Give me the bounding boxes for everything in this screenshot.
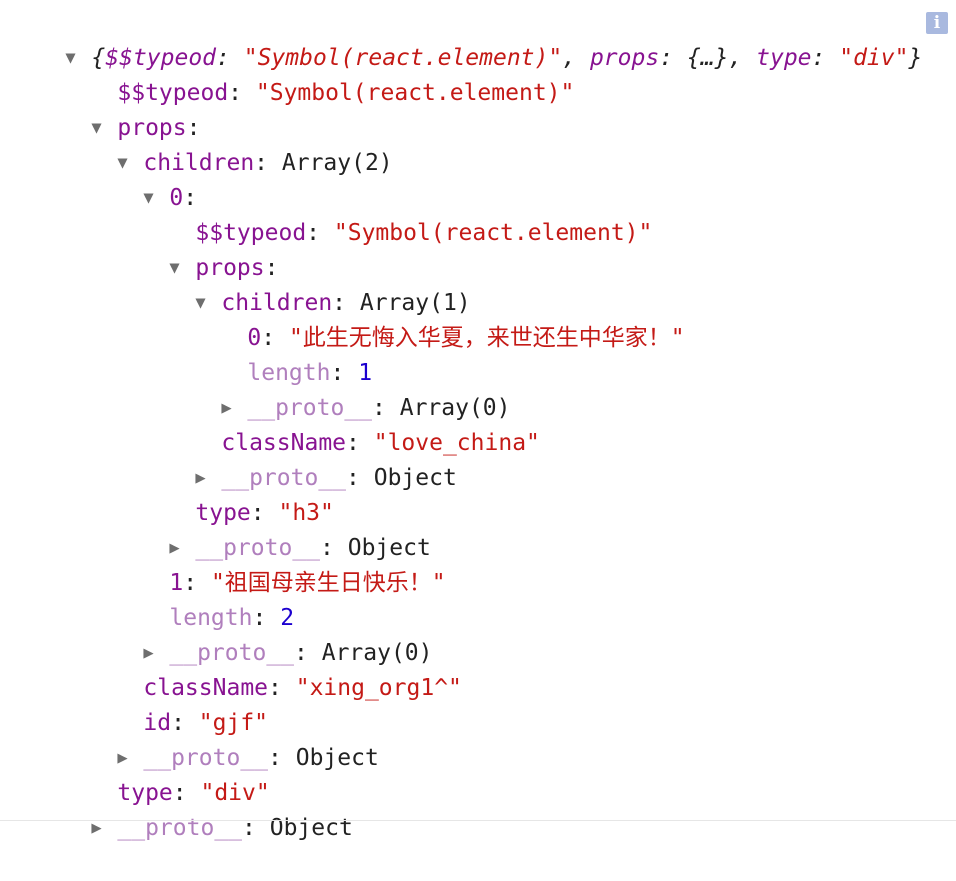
property-value: "div" — [200, 780, 270, 806]
property-value: "love_china" — [373, 430, 540, 456]
collapsed-triangle-icon[interactable]: ▶ — [143, 643, 154, 663]
property-key: 0 — [247, 325, 262, 351]
tree-row: length: 1 — [247, 360, 373, 386]
tree-row[interactable]: ▶__proto__: Object — [0, 426, 956, 491]
divider — [0, 820, 956, 821]
expanded-triangle-icon[interactable]: ▼ — [169, 258, 180, 278]
property-key: children — [143, 150, 255, 176]
property-key: length — [169, 605, 253, 631]
props-value: {…} — [686, 45, 729, 71]
property-value: Array(0) — [321, 640, 433, 666]
property-key: $$typeod — [117, 80, 229, 106]
tree-row: type: "div" — [117, 780, 270, 806]
property-value: "gjf" — [198, 710, 269, 736]
property-key: type — [117, 780, 173, 806]
tree-row: className: "love_china" — [221, 430, 540, 456]
tree-row[interactable]: ▼props: — [0, 216, 956, 281]
tree-row: type: "h3" — [195, 500, 334, 526]
collapsed-triangle-icon[interactable]: ▶ — [221, 398, 232, 418]
info-icon[interactable]: i — [926, 12, 948, 34]
collapsed-triangle-icon[interactable]: ▶ — [169, 538, 180, 558]
property-key: 0 — [169, 185, 184, 211]
tree-row: $$typeod: "Symbol(react.element)" — [195, 220, 653, 246]
brace-close: } — [908, 45, 923, 71]
property-value: "此生无悔入华夏，来世还生中华家！" — [288, 325, 685, 351]
property-key: children — [221, 290, 333, 316]
property-key: props — [117, 115, 187, 141]
property-key: __proto__ — [247, 395, 373, 421]
tree-row[interactable]: ▼children: Array(2) — [0, 111, 956, 176]
property-value: Object — [347, 535, 431, 561]
tree-row[interactable]: ▼children: Array(1) — [0, 251, 956, 316]
property-key: id — [143, 710, 172, 736]
tree-row[interactable]: ▶__proto__: Array(0) — [0, 356, 956, 421]
property-key: $$typeod — [195, 220, 307, 246]
collapsed-triangle-icon[interactable]: ▶ — [195, 468, 206, 488]
type-value: "div" — [839, 45, 909, 71]
tree-row[interactable]: ▶__proto__: Object — [0, 776, 956, 841]
tree-row[interactable]: ▼0: — [0, 146, 956, 211]
property-key: __proto__ — [195, 535, 321, 561]
tree-row: 0: "此生无悔入华夏，来世还生中华家！" — [247, 325, 685, 351]
brace-open: { — [91, 45, 106, 71]
property-value: "Symbol(react.element)" — [255, 80, 575, 106]
property-key: __proto__ — [169, 640, 295, 666]
type-key: type — [756, 45, 812, 71]
props-key: props — [589, 45, 660, 71]
console-object-tree: ▼ {$$typeod: "Symbol(react.element)", pro… — [0, 6, 956, 841]
tree-row: id: "gjf" — [143, 710, 269, 736]
tree-row[interactable]: ▼props: — [0, 76, 956, 141]
expanded-triangle-icon[interactable]: ▼ — [195, 293, 206, 313]
property-value: Object — [295, 745, 379, 771]
property-key: props — [195, 255, 265, 281]
tree-row: className: "xing_org1^" — [143, 675, 462, 701]
property-key: length — [247, 360, 331, 386]
typeof-key: $$typeod — [105, 45, 217, 71]
tree-row[interactable]: ▶__proto__: Object — [0, 496, 956, 561]
expanded-triangle-icon[interactable]: ▼ — [117, 153, 128, 173]
expanded-triangle-icon[interactable]: ▼ — [65, 48, 76, 68]
property-value: 2 — [280, 605, 295, 631]
tree-row[interactable]: ▶__proto__: Object — [0, 706, 956, 771]
property-key: type — [195, 500, 251, 526]
tree-row[interactable]: ▶__proto__: Array(0) — [0, 601, 956, 666]
collapsed-triangle-icon[interactable]: ▶ — [91, 818, 102, 838]
property-value: 1 — [358, 360, 373, 386]
expanded-triangle-icon[interactable]: ▼ — [143, 188, 154, 208]
property-value: "祖国母亲生日快乐！" — [210, 570, 446, 596]
property-value: Array(2) — [281, 150, 393, 176]
expanded-triangle-icon[interactable]: ▼ — [91, 118, 102, 138]
root-summary[interactable]: {$$typeod: "Symbol(react.element)", prop… — [91, 45, 923, 71]
collapsed-triangle-icon[interactable]: ▶ — [117, 748, 128, 768]
property-key: __proto__ — [117, 815, 243, 841]
tree-row: length: 2 — [169, 605, 295, 631]
property-key: 1 — [169, 570, 184, 596]
property-value: "xing_org1^" — [295, 675, 462, 701]
property-key: className — [221, 430, 347, 456]
tree-row: 1: "祖国母亲生日快乐！" — [169, 570, 446, 596]
property-value: Array(1) — [359, 290, 471, 316]
typeof-value: "Symbol(react.element)" — [243, 45, 563, 71]
property-key: __proto__ — [221, 465, 347, 491]
tree-row: $$typeod: "Symbol(react.element)" — [117, 80, 575, 106]
property-value: "h3" — [278, 500, 334, 526]
tree-row-root[interactable]: ▼ {$$typeod: "Symbol(react.element)", pro… — [0, 6, 956, 71]
property-value: Object — [373, 465, 457, 491]
property-key: __proto__ — [143, 745, 269, 771]
property-value: "Symbol(react.element)" — [333, 220, 653, 246]
property-value: Object — [269, 815, 353, 841]
property-value: Array(0) — [399, 395, 511, 421]
property-key: className — [143, 675, 269, 701]
